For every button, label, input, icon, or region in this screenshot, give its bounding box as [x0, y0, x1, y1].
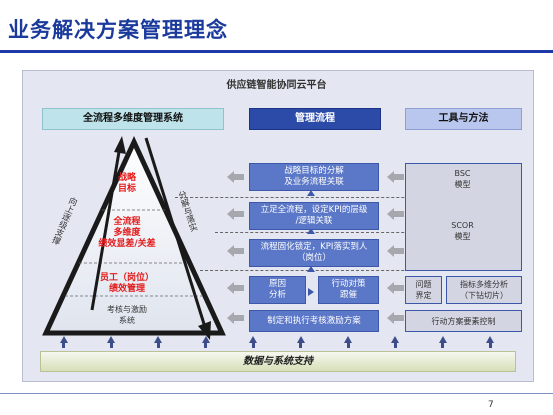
down-arrow-icon: [307, 190, 315, 196]
decompose-arrow-shaft: [144, 137, 206, 325]
tool-scor-line: SCOR: [451, 221, 474, 230]
process-step-line: 制定和执行考核激励方案: [267, 315, 361, 326]
row-separator: [175, 197, 520, 198]
up-arrow-icon: [249, 336, 258, 348]
up-arrow-icon: [438, 336, 447, 348]
up-arrow-icon: [59, 336, 68, 348]
process-step-lock: 流程固化锁定，KPI落实到人 （岗位）: [249, 239, 379, 267]
tool-bsc-line: 模型: [454, 180, 471, 189]
up-arrow-icon: [107, 336, 116, 348]
pyramid-base-line: 系统: [119, 316, 135, 325]
process-step-line: 原因: [268, 279, 286, 289]
process-step-line: 战略目标的分解: [284, 166, 344, 176]
tool-bsc-line: BSC: [454, 169, 471, 178]
pyramid-top-line: 战略: [117, 173, 136, 183]
left-arrow-icon: [227, 312, 244, 324]
up-arrow-icon: [154, 336, 163, 348]
process-step-kpi: 立足全流程，设定KPI的层级 /逻辑关联: [249, 202, 379, 230]
up-arrow-icon: [391, 336, 400, 348]
footer-divider: [0, 393, 553, 394]
pyramid-middle-line: 绩效显差/关差: [98, 239, 156, 249]
pyramid-lower-line: 绩效管理: [108, 284, 145, 294]
tool-bsc: BSC 模型: [405, 168, 520, 190]
page-title: 业务解决方案管理理念: [8, 18, 228, 42]
left-arrow-icon: [387, 208, 404, 220]
pyramid-lower-line: 员工（岗位）: [99, 273, 154, 283]
pyramid-top-line: 目标: [117, 184, 136, 194]
left-arrow-icon: [387, 171, 404, 183]
left-arrow-icon: [387, 312, 404, 324]
pyramid-middle-label: 全流程 多维度 绩效显差/关差: [82, 217, 172, 250]
support-arrow-shaft: [90, 145, 122, 311]
down-arrow-icon: [307, 266, 315, 272]
data-support-bar: 数据与系统支持: [40, 351, 516, 372]
tool-indicator-line: 指标多维分析: [460, 280, 508, 289]
process-step-line: （岗位）: [296, 253, 331, 263]
header-right: 工具与方法: [405, 108, 522, 130]
pyramid-base-line: 考核与激励: [107, 305, 147, 314]
process-step-strategy: 战略目标的分解 及业务流程关联: [249, 163, 379, 191]
up-arrow-icon: [486, 336, 495, 348]
header-middle: 管理流程: [249, 108, 381, 130]
process-step-line: 跟催: [339, 290, 357, 300]
pyramid-base-label: 考核与激励 系统: [82, 304, 172, 326]
process-step-line: 立足全流程，设定KPI的层级: [260, 205, 368, 215]
process-step-action: 行动对策 跟催: [318, 276, 379, 304]
left-arrow-icon: [227, 245, 244, 257]
process-step-line: 流程固化锁定，KPI落实到人: [260, 242, 368, 252]
down-arrow-icon: [307, 228, 315, 234]
tool-indicator-line: （下钻切片）: [460, 291, 508, 300]
title-divider: [0, 50, 553, 53]
tool-problem: 问题 界定: [405, 276, 442, 304]
decompose-arrow-head: [198, 321, 211, 340]
tool-action-control: 行动方案要素控制: [405, 310, 522, 332]
header-left: 全流程多维度管理系统: [42, 108, 224, 130]
process-step-line: /逻辑关联: [295, 216, 333, 226]
tool-indicator: 指标多维分析 （下钻切片）: [446, 276, 522, 304]
tool-scor: SCOR 模型: [405, 220, 520, 242]
left-arrow-icon: [227, 171, 244, 183]
tool-models-panel: [405, 163, 522, 271]
tool-problem-line: 界定: [415, 291, 432, 300]
left-arrow-icon: [227, 282, 244, 294]
pyramid-lower-label: 员工（岗位） 绩效管理: [82, 273, 172, 295]
tool-action-line: 行动方案要素控制: [431, 316, 496, 326]
process-step-line: 分析: [268, 290, 286, 300]
left-arrow-icon: [227, 208, 244, 220]
right-arrow-icon: [308, 288, 314, 296]
up-arrow-icon: [296, 336, 305, 348]
support-arrow-head: [114, 136, 126, 154]
pyramid-top-label: 战略 目标: [107, 173, 147, 195]
page-number: 7: [488, 400, 494, 410]
left-arrow-icon: [387, 282, 404, 294]
process-step-incentive: 制定和执行考核激励方案: [249, 310, 379, 332]
pyramid-graphic: [42, 136, 226, 340]
up-arrow-icon: [201, 336, 210, 348]
row-separator: [215, 232, 520, 233]
pyramid-middle-line: 多维度: [113, 228, 141, 238]
process-step-line: 行动对策: [331, 279, 366, 289]
pyramid-middle-line: 全流程: [113, 217, 141, 227]
left-arrow-icon: [387, 245, 404, 257]
process-step-cause: 原因 分析: [249, 276, 306, 304]
up-arrow-icon: [344, 336, 353, 348]
platform-label: 供应链智能协同云平台: [226, 80, 327, 91]
tool-scor-line: 模型: [454, 232, 471, 241]
support-arrows-row: [40, 336, 514, 348]
process-step-line: 及业务流程关联: [284, 177, 344, 187]
row-separator: [200, 270, 520, 271]
tool-problem-line: 问题: [415, 280, 432, 289]
